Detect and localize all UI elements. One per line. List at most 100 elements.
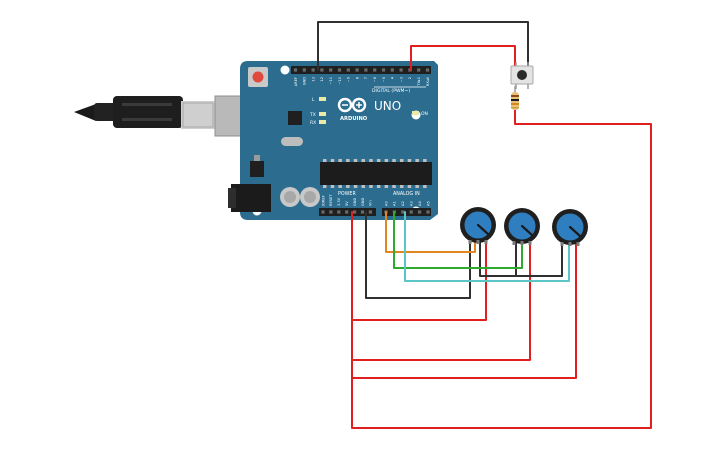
wire-red-5v-pot1[interactable] [351,211,487,321]
model-label: UNO [374,99,401,113]
usb-chip [288,111,302,125]
header-pin-hole[interactable] [302,68,306,72]
pin-label: 12 [320,77,324,82]
wire-orange-a0-pot1[interactable] [385,211,476,253]
led-l-label: L [312,97,315,103]
header-pin-hole[interactable] [337,210,341,214]
header-pin-hole[interactable] [401,210,405,214]
header-pin-hole[interactable] [373,68,377,72]
header-pin-hole[interactable] [417,68,421,72]
header-pin-hole[interactable] [364,68,368,72]
header-pin-hole[interactable] [311,68,315,72]
header-pin-hole[interactable] [353,210,357,214]
usb-plug-metal [181,101,215,129]
pushbutton[interactable] [510,62,534,89]
header-pin-hole[interactable] [360,210,365,214]
wire-black-gnd-pot2-pot3[interactable] [515,241,563,277]
led-on [412,111,419,115]
header-pin-hole[interactable] [320,68,324,72]
pin-label: Vin [369,200,373,206]
pot-leg [576,242,580,246]
wire-red-5v-pot3[interactable] [351,242,577,379]
pin-label: 2 [408,77,412,79]
atmega-chip [320,162,432,185]
wire-cyan-a2-pot3[interactable] [404,211,570,282]
header-pin-hole[interactable] [409,210,413,214]
header-pin-hole[interactable] [329,68,333,72]
digital-label: DIGITAL (PWM~) [372,88,410,94]
pin-label: RESET [329,194,333,206]
pot-leg [568,242,572,246]
potentiometer[interactable] [460,207,496,244]
header-pin-hole[interactable] [408,68,412,72]
header-pin-hole[interactable] [426,210,430,214]
pin-label: 7 [364,77,368,79]
header-pin-hole[interactable] [293,68,298,72]
pin-label: RX◂0 [426,76,430,86]
header-pin-hole[interactable] [390,68,394,72]
analog-label: ANALOG IN [393,191,420,197]
pin-label: ~9 [347,76,351,82]
header-pin-hole[interactable] [381,68,386,72]
pin-label: ~10 [338,76,342,84]
pin-label: ~3 [399,77,403,82]
led-on-label: ON [421,111,428,117]
led-l [319,97,326,101]
pin-label: A2 [401,201,405,206]
pin-label: 13 [311,77,315,82]
wire-black-gnd-pot1[interactable] [365,211,471,299]
header-pin-hole[interactable] [425,68,430,72]
power-header-holes [321,210,372,214]
knob-indicator [476,223,490,236]
resistor[interactable] [511,86,519,110]
wire-red-pin2-button[interactable] [410,45,516,79]
pin-label: A0 [384,201,388,206]
usb-strain-relief [94,103,116,121]
usb-cable[interactable] [74,95,256,137]
usb-cable-end [74,104,96,121]
header-pin-hole[interactable] [368,210,372,214]
analog-header [382,208,431,216]
header-pin-hole[interactable] [346,68,350,72]
header-pin-hole[interactable] [329,210,333,214]
pot-leg [528,241,532,245]
pin-label: A4 [418,201,422,206]
pot-leg [512,241,516,245]
crystal [281,137,303,146]
potentiometer[interactable] [552,209,588,246]
header-pin-hole[interactable] [355,68,359,72]
header-pin-hole[interactable] [345,210,349,214]
wire-black-gnd-button[interactable] [317,21,529,71]
header-pin-hole[interactable] [399,68,403,72]
led-rx-label: RX [310,120,316,126]
led-tx-label: TX [309,112,316,118]
potentiometer[interactable] [504,208,540,245]
pin-label: TX▸1 [417,77,421,87]
pin-label: IOREF [321,195,325,206]
knob-indicator [568,225,582,238]
wire-red-5v-pot2[interactable] [351,242,531,361]
mount-hole [280,65,290,75]
wire-black-gnd-pot1-pot2[interactable] [479,241,517,277]
header-pin-hole[interactable] [321,210,325,214]
power-label: POWER [338,191,356,197]
header-pin-hole[interactable] [418,210,422,214]
wires [317,21,652,429]
wire-red-resistor-5v[interactable] [351,107,652,429]
wire-green-a1-pot2[interactable] [393,211,523,269]
header-pin-hole[interactable] [337,68,342,72]
digital-header-holes [293,68,430,72]
pin-label: A1 [393,201,397,206]
pin-label: AREF [294,77,298,86]
pin-label: 5V [345,201,349,206]
pushbutton-cap [517,70,527,80]
digital-header [291,66,431,74]
pot-leg [476,240,480,244]
pin-label: 3.3V [337,197,341,206]
pin-label: ~11 [329,77,333,85]
